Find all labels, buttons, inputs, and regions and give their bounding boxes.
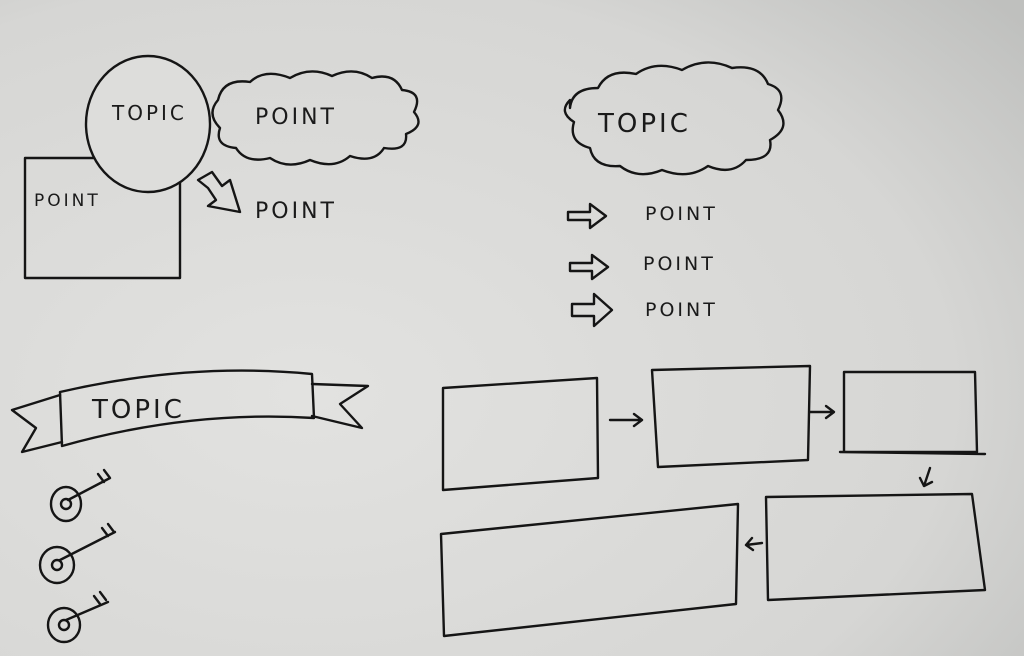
arrow-icon [570,292,614,328]
topic-circle [84,54,212,194]
topic-cloud-sketch: TOPIC POINT POINT POINT [563,61,785,328]
topic-circle-sketch: TOPIC POINT POINT POINT [23,54,420,280]
point-cloud [211,70,420,166]
flow-box-4 [764,492,987,602]
arrow-icon [196,170,242,214]
arrow-icon [566,202,608,230]
point-label-2: POINT [643,253,716,275]
target-icon [38,522,117,585]
target-icon [46,590,110,644]
topic-label: TOPIC [91,395,185,425]
banner [58,369,316,448]
cloud-point-label: POINT [255,105,337,130]
arrow-icon [608,412,644,428]
flow-box-5 [439,502,740,638]
arrow-icon [744,536,764,552]
point-label-1: POINT [645,203,718,225]
flow-box-3 [838,370,987,456]
flow-box-2 [650,364,812,469]
target-icon [49,468,112,523]
box-point-label: POINT [34,191,101,211]
banner-left-tail [10,393,64,454]
flow-box-1 [441,376,600,492]
arrow-point-label: POINT [255,199,337,224]
arrow-icon [568,253,610,281]
topic-cloud [563,61,785,176]
topic-label: TOPIC [597,109,691,139]
banner-right-tail [310,382,370,430]
topic-banner-sketch: TOPIC [10,369,370,644]
arrow-icon [918,466,934,488]
point-label-3: POINT [645,299,718,321]
flow-boxes-sketch [439,364,987,638]
topic-label: TOPIC [111,101,187,125]
arrow-icon [808,404,836,420]
